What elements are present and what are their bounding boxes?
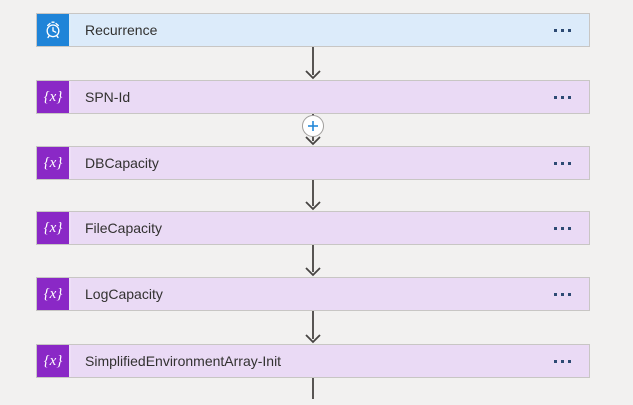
variable-icon: {x} [37,81,71,113]
connector-arrow-1 [305,47,321,80]
step-label: SPN-Id [85,89,131,105]
variable-icon: {x} [37,147,71,179]
plus-icon [308,121,318,131]
connector-stub-bottom [312,378,314,399]
connector-arrow-3 [305,180,321,211]
more-options-button[interactable] [545,345,579,377]
variable-icon-text: {x} [43,154,63,171]
step-card-filecapacity[interactable]: {x} FileCapacity [36,211,590,245]
step-card-spn-id[interactable]: {x} SPN-Id [36,80,590,114]
step-label: Recurrence [85,22,158,38]
step-label: SimplifiedEnvironmentArray-Init [85,353,282,369]
connector-arrow-5 [305,311,321,344]
step-card-logcapacity[interactable]: {x} LogCapacity [36,277,590,311]
alarm-clock-icon [37,14,71,46]
more-options-button[interactable] [545,212,579,244]
step-label: FileCapacity [85,220,163,236]
insert-step-button[interactable] [302,115,324,137]
variable-icon-text: {x} [43,88,63,105]
step-card-simplifiedenvironmentarray-init[interactable]: {x} SimplifiedEnvironmentArray-Init [36,344,590,378]
more-options-button[interactable] [545,278,579,310]
variable-icon-text: {x} [43,285,63,302]
step-label: DBCapacity [85,155,159,171]
step-card-recurrence[interactable]: Recurrence [36,13,590,47]
more-options-button[interactable] [545,14,579,46]
variable-icon: {x} [37,345,71,377]
connector-arrow-4 [305,245,321,277]
more-options-button[interactable] [545,81,579,113]
variable-icon-text: {x} [43,219,63,236]
variable-icon: {x} [37,278,71,310]
variable-icon-text: {x} [43,352,63,369]
step-label: LogCapacity [85,286,163,302]
variable-icon: {x} [37,212,71,244]
step-card-dbcapacity[interactable]: {x} DBCapacity [36,146,590,180]
more-options-button[interactable] [545,147,579,179]
